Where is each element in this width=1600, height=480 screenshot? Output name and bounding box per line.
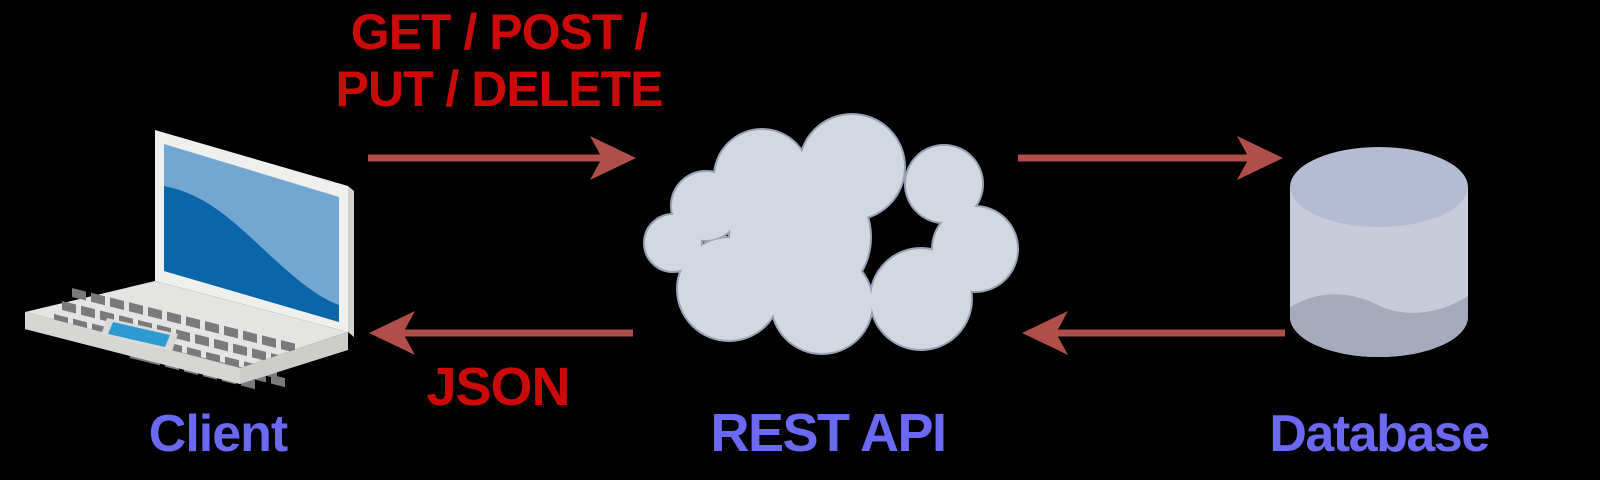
response-arrow: [369, 311, 633, 355]
response-format-label: JSON: [426, 357, 570, 417]
request-methods-label: GET / POST / PUT / DELETE: [335, 4, 664, 118]
cloud-icon: [643, 113, 1019, 355]
trackpad: [101, 318, 178, 351]
client-node-label: Client: [148, 405, 288, 463]
request-methods-line2: PUT / DELETE: [335, 61, 664, 117]
api-to-database-arrow: [1018, 136, 1283, 180]
database-cylinder-icon: [1290, 147, 1468, 357]
database-to-api-arrow: [1022, 311, 1285, 355]
request-methods-line1: GET / POST /: [350, 4, 648, 60]
database-node-label: Database: [1269, 405, 1490, 463]
rest-api-node-label: REST API: [710, 403, 947, 463]
laptop-icon: [25, 130, 354, 390]
request-arrow: [368, 136, 636, 180]
